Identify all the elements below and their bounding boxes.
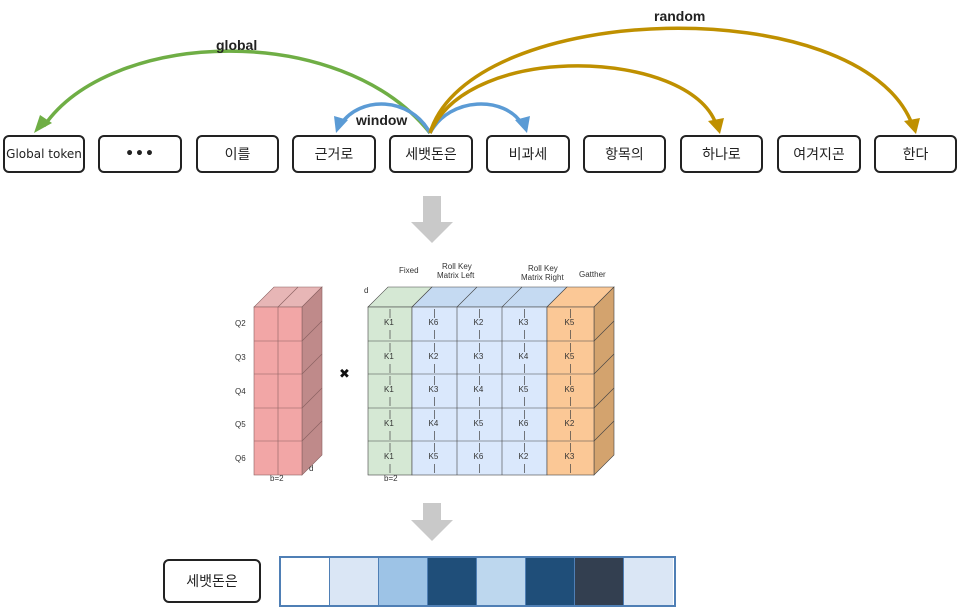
- window-arrow-right: [428, 102, 524, 134]
- query-row-label: Q6: [235, 454, 246, 463]
- key-cell: K3: [428, 385, 439, 394]
- key-cell-dividers: [389, 309, 571, 473]
- key-cell: K5: [564, 318, 575, 327]
- down-arrow-2: [411, 503, 453, 541]
- key-cell: K1: [384, 385, 394, 394]
- token-5-query: 세뱃돈은: [389, 135, 473, 173]
- key-cell: K1: [384, 318, 394, 327]
- output-cell: [575, 558, 624, 605]
- window-arrowhead-left: [334, 116, 348, 133]
- key-cell: K4: [518, 352, 529, 361]
- key-cell: K1: [384, 452, 394, 461]
- key-cell: K1: [384, 352, 394, 361]
- header-roll-right-1: Roll Key: [528, 264, 558, 273]
- header-roll-left-2: Matrix Left: [437, 271, 475, 280]
- key-cell: K5: [473, 419, 484, 428]
- key-matrix: [367, 286, 615, 476]
- output-cell: [281, 558, 330, 605]
- token-6: 비과세: [486, 135, 570, 173]
- token-4: 근거로: [292, 135, 376, 173]
- header-fixed: Fixed: [399, 266, 419, 275]
- output-cell: [624, 558, 673, 605]
- global-arrowhead: [34, 115, 52, 133]
- random-label: random: [654, 8, 706, 24]
- window-label: window: [356, 112, 408, 128]
- random-arrow-2: [428, 26, 914, 134]
- key-d-label: d: [364, 286, 369, 295]
- down-arrow-1: [411, 196, 453, 243]
- key-cell: K4: [428, 419, 439, 428]
- header-roll-right-2: Matrix Right: [521, 273, 564, 282]
- token-10: 한다: [874, 135, 957, 173]
- key-cell: K5: [428, 452, 439, 461]
- query-row-label: Q4: [235, 387, 246, 396]
- query-matrix: [253, 286, 323, 476]
- output-cell: [477, 558, 526, 605]
- global-arrow: [42, 49, 432, 135]
- random-arrowhead-1: [708, 118, 724, 134]
- output-cell: [330, 558, 379, 605]
- key-cell: K1: [384, 419, 394, 428]
- key-cell: K2: [473, 318, 484, 327]
- token-7: 항목의: [583, 135, 666, 173]
- key-cell: K3: [473, 352, 484, 361]
- key-cell: K3: [564, 452, 575, 461]
- random-arrow-1: [428, 64, 718, 134]
- key-cell: K2: [564, 419, 575, 428]
- random-arrowhead-2: [904, 118, 920, 134]
- query-row-label: Q3: [235, 353, 246, 362]
- key-cell: K2: [518, 452, 529, 461]
- token-global: Global token: [3, 135, 85, 173]
- window-arrow-left: [339, 102, 432, 134]
- query-row-label: Q2: [235, 319, 246, 328]
- output-cell: [428, 558, 477, 605]
- query-d-label: d: [309, 464, 314, 473]
- output-token-label: 세뱃돈은: [163, 559, 261, 603]
- token-ellipsis: •••: [98, 135, 182, 173]
- header-gather: Gatther: [579, 270, 606, 279]
- key-b-label: b=2: [384, 474, 398, 483]
- key-cell: K3: [518, 318, 529, 327]
- header-roll-left-1: Roll Key: [442, 262, 472, 271]
- key-cell: K5: [518, 385, 529, 394]
- output-cell: [526, 558, 575, 605]
- key-cell: K6: [473, 452, 484, 461]
- key-cell: K2: [428, 352, 439, 361]
- key-cell: K4: [473, 385, 484, 394]
- output-vector: [279, 556, 676, 607]
- query-b-label: b=2: [270, 474, 284, 483]
- key-cell: K6: [428, 318, 439, 327]
- key-cell: K6: [518, 419, 529, 428]
- global-label: global: [216, 37, 258, 53]
- multiply-icon: ✖: [339, 367, 350, 382]
- window-arrowhead-right: [515, 116, 530, 133]
- key-cell: K6: [564, 385, 575, 394]
- token-8: 하나로: [680, 135, 763, 173]
- key-cell: K5: [564, 352, 575, 361]
- token-3: 이를: [196, 135, 279, 173]
- token-9: 여겨지곤: [777, 135, 861, 173]
- output-cell: [379, 558, 428, 605]
- query-row-label: Q5: [235, 420, 246, 429]
